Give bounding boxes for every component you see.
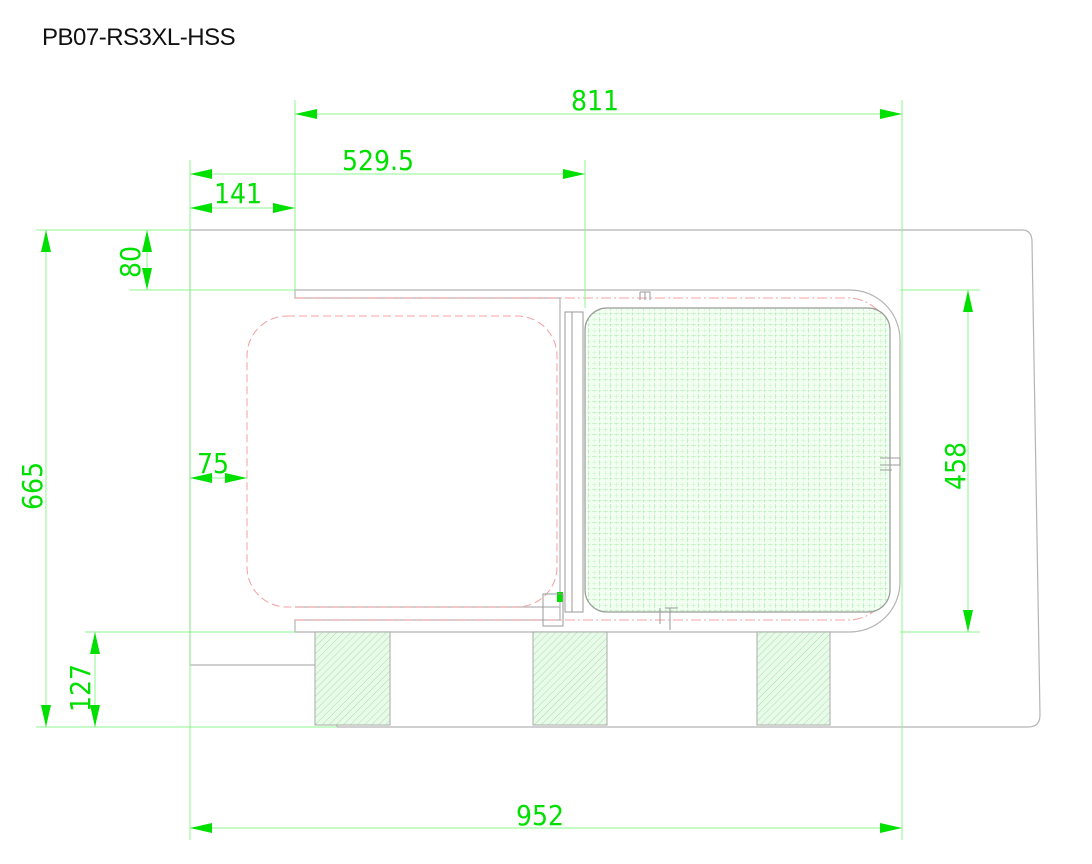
- dimension-141: 141: [190, 177, 295, 213]
- dimension-label: 75: [197, 447, 229, 480]
- dimension-label: 529.5: [342, 144, 414, 177]
- dimension-458: 458: [939, 290, 973, 632]
- dimension-811: 811: [295, 84, 902, 119]
- dimension-label: 80: [114, 246, 147, 278]
- dimension-952: 952: [190, 799, 902, 833]
- dimension-label: 127: [64, 664, 97, 712]
- dimension-80: 80: [114, 230, 152, 290]
- drawing-title: PB07-RS3XL-HSS: [42, 24, 236, 51]
- dimension-label: 952: [516, 799, 564, 832]
- dimension-529-5: 529.5: [190, 144, 585, 179]
- sink-opening-outline: [246, 315, 558, 608]
- grid-panel: [584, 307, 891, 613]
- dimension-label: 665: [16, 462, 49, 510]
- dimension-127: 127: [64, 632, 100, 727]
- support-feet: [314, 631, 831, 726]
- dimension-75: 75: [190, 447, 247, 483]
- outer-outline: [189, 229, 1041, 728]
- dimension-label: 141: [214, 177, 262, 210]
- dimension-label: 811: [571, 84, 619, 117]
- dimension-label: 458: [939, 442, 972, 490]
- dimension-665: 665: [16, 230, 51, 727]
- hinge-marker: [557, 592, 563, 602]
